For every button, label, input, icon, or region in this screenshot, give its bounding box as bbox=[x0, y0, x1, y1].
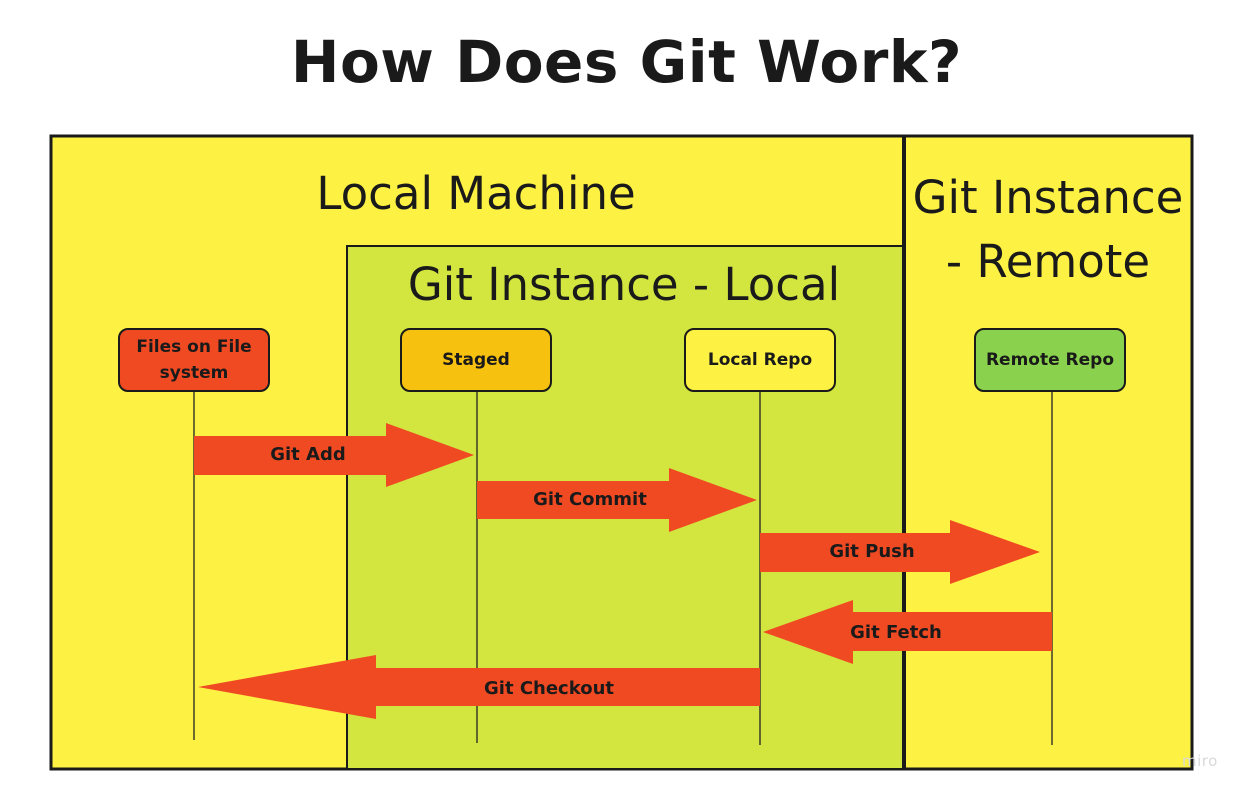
git-remote-label-line1: Git Instance bbox=[913, 171, 1184, 224]
git-remote-region bbox=[902, 134, 1194, 771]
git-checkout-label: Git Checkout bbox=[484, 678, 614, 699]
git-local-label: Git Instance - Local bbox=[408, 258, 840, 311]
remote-repo-node-label: Remote Repo bbox=[986, 350, 1114, 370]
git-remote-label-line2: - Remote bbox=[946, 235, 1150, 288]
files-node bbox=[118, 328, 270, 392]
git-push-arrow bbox=[760, 520, 1040, 584]
git-fetch-arrow bbox=[763, 600, 1052, 664]
git-checkout-arrow bbox=[198, 655, 760, 719]
local-repo-node-label: Local Repo bbox=[708, 350, 812, 370]
staged-node bbox=[400, 328, 552, 392]
git-fetch-label: Git Fetch bbox=[850, 622, 942, 643]
page-title: How Does Git Work? bbox=[290, 28, 963, 96]
local-machine-label: Local Machine bbox=[316, 167, 635, 220]
files-node-label-line2: system bbox=[160, 363, 229, 383]
git-add-arrow bbox=[194, 423, 474, 487]
git-commit-label: Git Commit bbox=[533, 489, 647, 510]
local-repo-node bbox=[684, 328, 836, 392]
files-node-label-line1: Files on File bbox=[136, 337, 251, 357]
remote-repo-node bbox=[974, 328, 1126, 392]
git-commit-arrow bbox=[477, 468, 757, 532]
git-push-label: Git Push bbox=[829, 541, 914, 562]
miro-watermark: miro bbox=[1182, 752, 1218, 770]
git-add-label: Git Add bbox=[270, 444, 346, 465]
staged-node-label: Staged bbox=[442, 350, 510, 370]
